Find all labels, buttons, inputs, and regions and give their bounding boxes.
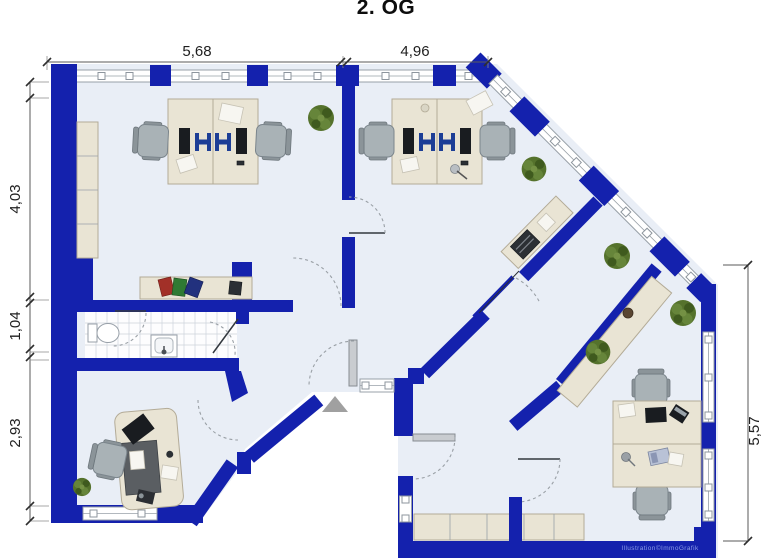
dim-left-lower: 2,93 bbox=[7, 418, 24, 447]
pillar bbox=[336, 65, 359, 86]
entrance-pillar bbox=[394, 378, 413, 436]
pillar bbox=[150, 65, 171, 86]
dim-left-middle: 1,04 bbox=[7, 311, 24, 340]
window-band-top bbox=[52, 69, 494, 83]
bench-row bbox=[413, 513, 585, 541]
desk-group-room1 bbox=[131, 99, 293, 184]
room1-hall-door-swing bbox=[292, 257, 342, 307]
device bbox=[228, 280, 243, 296]
entrance-sidelight bbox=[359, 378, 395, 393]
dim-left-upper: 4,03 bbox=[7, 184, 24, 213]
paper bbox=[617, 402, 637, 419]
building-floor bbox=[51, 64, 718, 558]
desk-group-room3 bbox=[612, 368, 702, 521]
plant-icon bbox=[72, 477, 92, 497]
dim-top-right: 4,96 bbox=[400, 43, 429, 60]
window-bottom-left bbox=[82, 506, 158, 521]
wall-corridor-a-upper bbox=[519, 196, 603, 282]
plant-icon bbox=[604, 243, 630, 269]
desk-group-room4 bbox=[85, 407, 184, 511]
wall-hall-diagonal bbox=[245, 394, 324, 463]
corridor-door-edge bbox=[478, 270, 520, 314]
pen bbox=[456, 170, 468, 180]
dim-right: 5,57 bbox=[746, 416, 763, 445]
page-title: 2. OG bbox=[357, 0, 416, 19]
pillar bbox=[51, 64, 77, 90]
wall-corner-diag bbox=[225, 371, 248, 402]
plant-icon bbox=[585, 339, 611, 365]
pillar bbox=[649, 236, 690, 277]
book bbox=[171, 277, 188, 297]
toilet-icon bbox=[87, 323, 120, 343]
paper bbox=[536, 212, 556, 233]
wall-corridor-b bbox=[556, 263, 662, 388]
plant-icon bbox=[521, 156, 547, 182]
bowl bbox=[622, 307, 634, 319]
plant-icon bbox=[308, 105, 334, 131]
window-entry-side bbox=[399, 495, 412, 523]
wall-bottom bbox=[398, 541, 716, 558]
storage2-door-swing bbox=[516, 458, 561, 503]
exterior-walls: Illustration©ImmoGrafik bbox=[51, 52, 716, 558]
corridor-door-swing bbox=[515, 277, 541, 304]
credit-watermark: Illustration©ImmoGrafik bbox=[621, 544, 699, 552]
plant-icon bbox=[670, 300, 696, 326]
paper bbox=[160, 464, 179, 481]
wall-left bbox=[51, 64, 77, 505]
doors bbox=[112, 196, 561, 503]
wc-door2-leaf bbox=[212, 318, 239, 354]
paper bbox=[667, 451, 685, 467]
entrance-door-swing bbox=[308, 340, 355, 387]
paper bbox=[217, 102, 244, 125]
room1-door-swing bbox=[348, 196, 386, 234]
monitor-icon bbox=[121, 413, 155, 445]
monitor-icon bbox=[645, 406, 667, 423]
phone-icon bbox=[135, 489, 156, 505]
room4-door-swing bbox=[197, 399, 239, 441]
cup bbox=[420, 103, 430, 113]
phone-icon bbox=[647, 447, 671, 467]
wall-room1-east-lower bbox=[342, 237, 355, 308]
paper bbox=[175, 153, 198, 174]
wall-storage-diag bbox=[508, 380, 565, 431]
pillar bbox=[509, 96, 550, 137]
sideboard-room3-diagonal bbox=[556, 275, 673, 408]
wall-wc-north bbox=[77, 300, 293, 312]
wall-corridor-a-lower bbox=[420, 309, 490, 379]
paper bbox=[465, 90, 494, 116]
sideboard-room2-diagonal bbox=[500, 195, 574, 270]
book bbox=[157, 276, 176, 297]
pillar bbox=[578, 165, 620, 206]
entrance-arrow-icon bbox=[322, 396, 348, 412]
wc-door-swing bbox=[112, 312, 147, 347]
paper bbox=[399, 155, 420, 174]
dimensions: 5,68 4,96 4,03 1,04 2,93 5,57 bbox=[7, 43, 763, 546]
printer-icon bbox=[509, 229, 541, 260]
sideboard-room1 bbox=[139, 276, 253, 300]
furniture bbox=[72, 90, 702, 542]
desk-item bbox=[166, 450, 174, 458]
entrance-door-leaf bbox=[348, 339, 358, 387]
book bbox=[183, 276, 204, 299]
laptop-icon bbox=[668, 404, 690, 424]
wall-room1-east-upper bbox=[342, 82, 355, 200]
pillar bbox=[247, 65, 268, 86]
wall-wc-south bbox=[51, 358, 239, 371]
dim-top-left: 5,68 bbox=[182, 43, 211, 60]
sink-icon bbox=[150, 334, 178, 358]
wall-left-pier bbox=[77, 258, 93, 312]
wall-right bbox=[694, 284, 716, 558]
window-band-diagonal bbox=[465, 52, 716, 303]
desk-group-room2 bbox=[358, 90, 516, 184]
wall-chamfer bbox=[185, 459, 239, 527]
pillar bbox=[433, 65, 456, 86]
storage-door-leaf bbox=[412, 433, 456, 442]
wall-stub bbox=[236, 312, 249, 324]
storage-door-swing bbox=[412, 436, 456, 480]
paper bbox=[128, 450, 146, 471]
